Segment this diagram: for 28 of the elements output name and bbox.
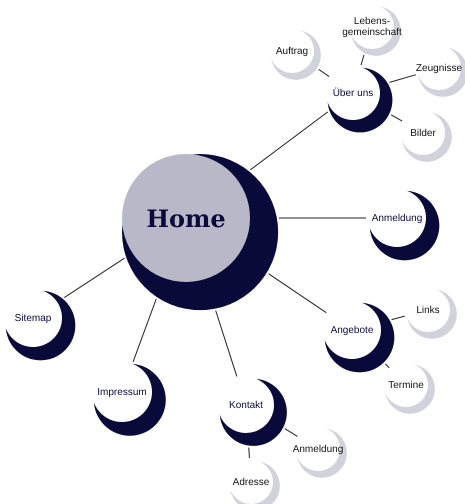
connector-line	[360, 54, 364, 66]
connector-line	[250, 111, 328, 170]
connector-line	[318, 68, 330, 78]
connector-line	[248, 447, 250, 459]
connector-line	[388, 74, 416, 83]
topic-label: Links	[415, 304, 441, 316]
connector-line	[268, 273, 327, 314]
topic-label: Anmeldung	[370, 212, 424, 224]
topic-label: Zeugnisse	[414, 62, 464, 74]
topic-label: Über uns	[332, 88, 374, 98]
topic-label: Kontakt	[228, 400, 264, 410]
connector-line	[384, 363, 390, 368]
connector-line	[132, 298, 157, 362]
topic-label: Anmeldung	[292, 444, 344, 454]
topic-label: Bilder	[409, 128, 437, 138]
connector-line	[390, 114, 403, 122]
topic-label: Sitemap	[14, 312, 52, 324]
root-label: Home	[145, 204, 227, 232]
topic-label: Termine	[387, 380, 425, 390]
connector-line	[284, 428, 298, 437]
topic-label: Angebote	[330, 324, 374, 336]
topic-label: Adresse	[232, 476, 270, 488]
connector-line	[64, 258, 125, 298]
topic-label: Impressum	[96, 386, 148, 398]
topic-label: Lebens- gemeinschaft	[341, 16, 403, 38]
connector-line	[391, 316, 406, 320]
topic-label: Auftrag	[274, 46, 310, 56]
connector-line	[215, 310, 238, 377]
